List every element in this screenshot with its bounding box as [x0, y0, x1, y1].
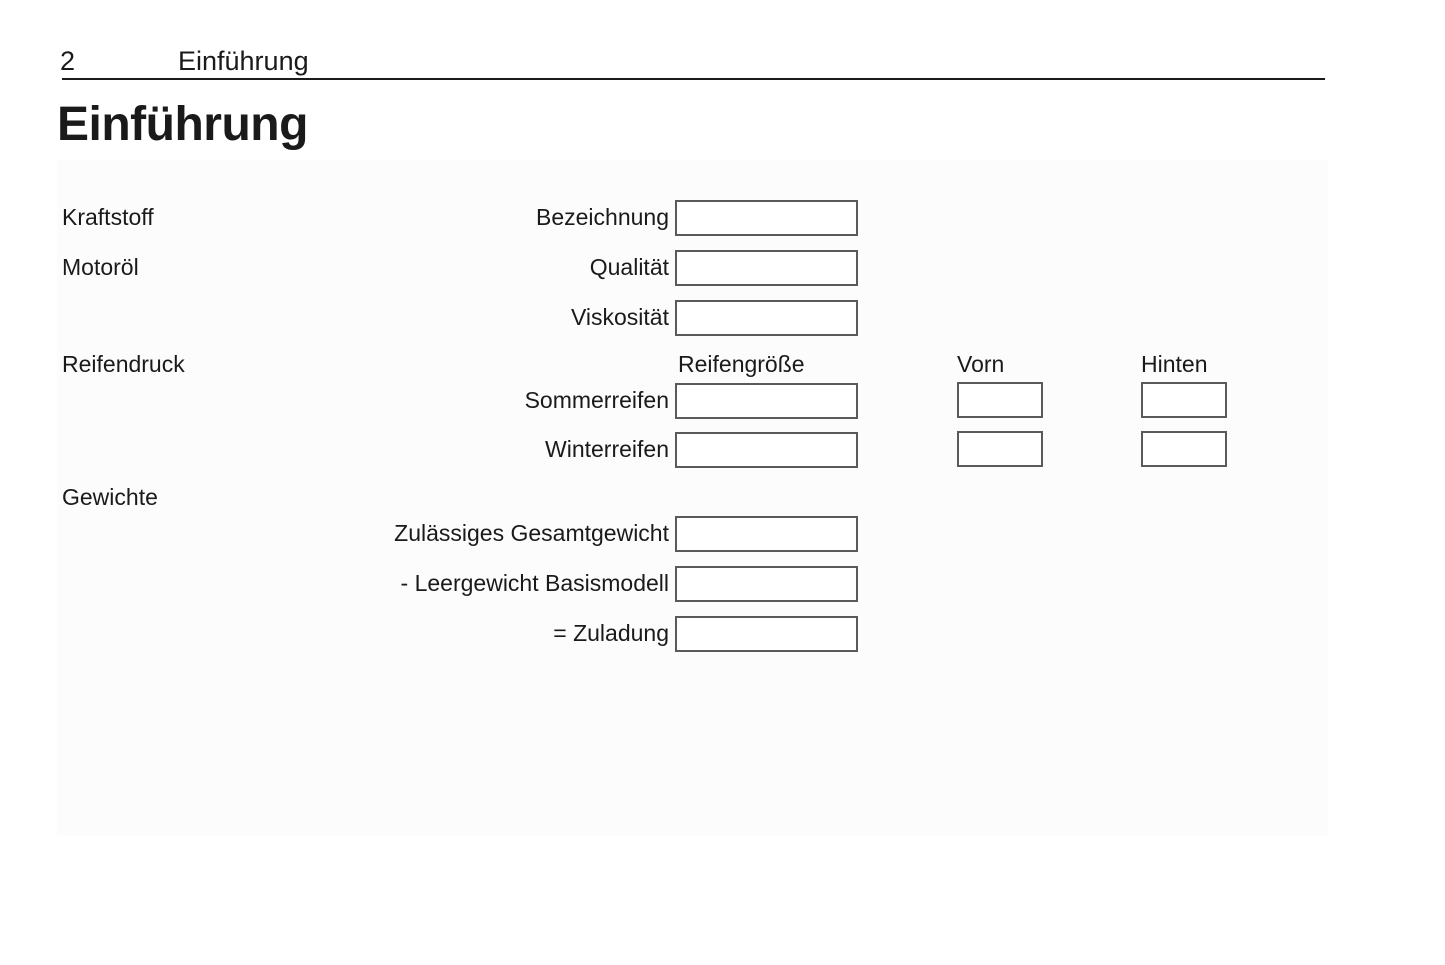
winterreifen-vorn-input[interactable] [957, 431, 1043, 467]
row-label-sommerreifen: Sommerreifen [524, 387, 669, 413]
sommerreifen-vorn-input[interactable] [957, 382, 1043, 418]
column-header-vorn: Vorn [957, 351, 1005, 377]
section-label-kraftstoff: Kraftstoff [62, 204, 154, 230]
column-header-reifengroesse: Reifengröße [678, 351, 805, 377]
section-label-motoroel: Motoröl [62, 254, 139, 280]
page-title: Einführung [57, 98, 308, 151]
leergewicht-input[interactable] [675, 566, 858, 602]
field-label-qualitaet: Qualität [589, 254, 669, 280]
viskositaet-input[interactable] [675, 300, 858, 336]
zuladung-input[interactable] [675, 616, 858, 652]
field-label-viskositaet: Viskosität [570, 304, 669, 330]
qualitaet-input[interactable] [675, 250, 858, 286]
chapter-title: Einführung [178, 46, 309, 76]
page-number: 2 [60, 46, 76, 76]
header-rule [62, 78, 1325, 80]
field-label-bezeichnung: Bezeichnung [536, 204, 669, 230]
bezeichnung-input[interactable] [675, 200, 858, 236]
row-label-winterreifen: Winterreifen [545, 436, 669, 462]
sommerreifen-reifengroesse-input[interactable] [675, 383, 858, 419]
field-label-zuladung: = Zuladung [553, 620, 669, 646]
section-label-gewichte: Gewichte [62, 484, 158, 510]
sommerreifen-hinten-input[interactable] [1141, 382, 1227, 418]
field-label-gesamtgewicht: Zulässiges Gesamtgewicht [394, 520, 669, 546]
field-label-leergewicht: - Leergewicht Basismodell [400, 570, 669, 596]
winterreifen-reifengroesse-input[interactable] [675, 432, 858, 468]
column-header-hinten: Hinten [1141, 351, 1208, 377]
section-label-reifendruck: Reifendruck [62, 351, 185, 377]
winterreifen-hinten-input[interactable] [1141, 431, 1227, 467]
gesamtgewicht-input[interactable] [675, 516, 858, 552]
